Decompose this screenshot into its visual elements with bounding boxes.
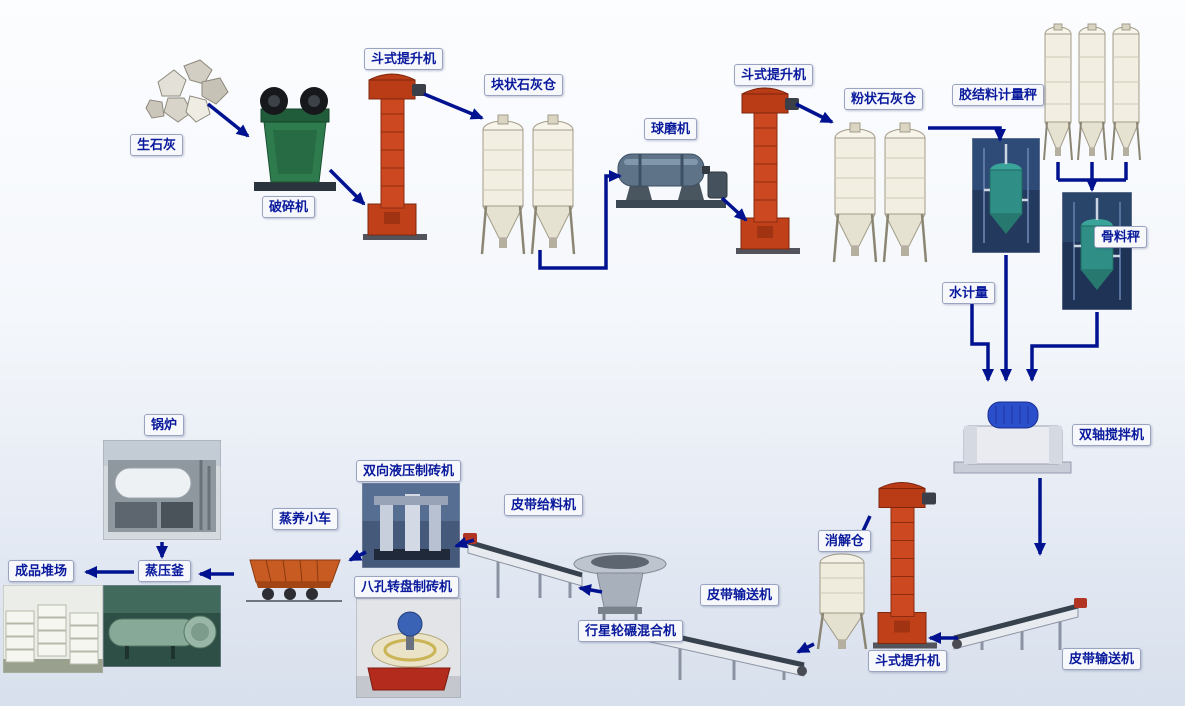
label-bucket-elevator-2: 斗式提升机 [734,64,814,86]
ball-mill-image [612,138,730,213]
aggregate-silos-image [1042,22,1142,164]
autoclave-image [103,585,221,667]
label-binder-metering-scale: 胶结料计量秤 [952,84,1045,106]
boiler-image [103,440,221,540]
label-hydraulic-brick-machine: 双向液压制砖机 [356,460,462,482]
bucket-elevator-1-image [360,72,430,242]
label-powder-lime-silo: 粉状石灰仓 [844,88,924,110]
powder-lime-silos-image [830,116,930,274]
digestion-silo-image [813,548,871,653]
binder-scale-image [972,138,1040,253]
twin-shaft-mixer-image [950,386,1075,476]
label-crusher: 破碎机 [262,196,316,218]
bucket-elevator-2-image [733,86,803,256]
jaw-crusher-image [248,84,343,194]
quicklime-stones-image [140,52,235,132]
arrow-aggregate-scale-to-mixer [1026,312,1099,382]
label-autoclave: 蒸压釜 [138,560,192,582]
label-belt-conveyor-mid: 皮带输送机 [700,584,780,606]
label-lump-lime-silo: 块状石灰仓 [484,74,564,96]
label-product-yard: 成品堆场 [8,560,75,582]
label-aggregate-scale: 骨料秤 [1094,226,1148,248]
hydraulic-brick-machine-image [362,483,460,568]
aggregate-scale-image [1062,192,1132,310]
lump-lime-silos-image [478,108,578,266]
label-planetary-wheel-mixer: 行星轮碾混合机 [578,620,684,642]
rotary-brick-machine-image [356,598,461,698]
steam-cart-image [238,546,348,604]
label-quicklime: 生石灰 [130,134,184,156]
label-twin-shaft-mixer: 双轴搅拌机 [1072,424,1152,446]
label-boiler: 锅炉 [144,414,185,436]
arrow-elevator1-to-lump-silo [423,92,484,120]
arrow-water-to-mixer [970,304,994,382]
label-belt-feeder: 皮带给料机 [504,494,584,516]
label-water-metering: 水计量 [942,282,996,304]
belt-feeder-image [462,518,592,603]
label-digestion-silo: 消解仓 [818,530,872,552]
label-bucket-elevator-1: 斗式提升机 [364,48,444,70]
bucket-elevator-3-image [870,478,940,653]
planetary-mixer-image [570,545,670,623]
label-rotary-brick-machine: 八孔转盘制砖机 [354,576,460,598]
product-yard-image [3,585,103,673]
label-steam-curing-cart: 蒸养小车 [272,508,339,530]
label-ball-mill: 球磨机 [644,118,698,140]
belt-conveyor-right-image [948,558,1088,653]
label-bucket-elevator-3: 斗式提升机 [868,650,948,672]
label-belt-conveyor-right: 皮带输送机 [1062,648,1142,670]
